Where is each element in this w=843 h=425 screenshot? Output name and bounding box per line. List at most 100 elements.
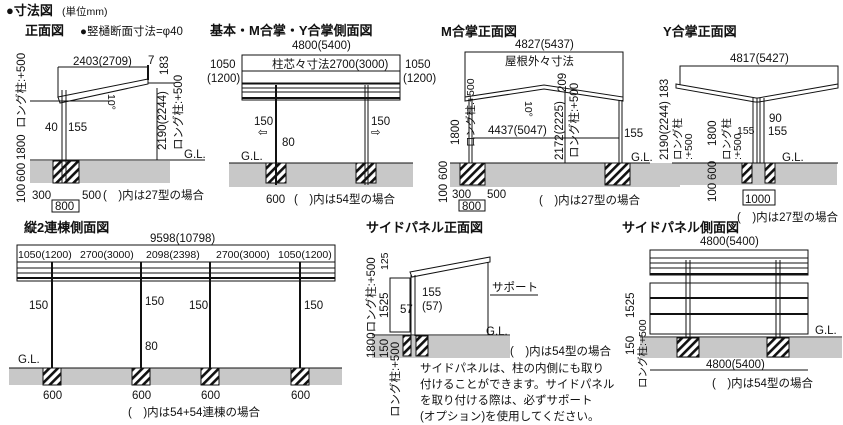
dim-300: 300 (32, 190, 51, 202)
dim-155: 155 (422, 287, 441, 299)
dim-1800: 1800 (450, 119, 462, 145)
dim-100: 100 (438, 184, 450, 203)
dim-1200: (1200) (207, 73, 240, 85)
dim-1800: 1800 (707, 120, 719, 146)
dim-300: 300 (452, 189, 471, 201)
long-post-label: ロング柱:+500 (388, 342, 402, 417)
segment-dim: 2700(3000) (80, 249, 134, 261)
double-side-view: 縦2連棟側面図 9598(10798) 1050(1200) 2700(3000… (9, 220, 342, 419)
dim-150: 150 (145, 296, 164, 308)
m-front-title: M合掌正面図 (441, 24, 517, 39)
dim-1200: (1200) (403, 73, 436, 85)
unit-label: (単位mm) (62, 5, 108, 18)
dim-150: 150 (254, 116, 273, 128)
long-post-label: ロング柱:+500 (636, 319, 649, 388)
footing (764, 162, 776, 184)
panel-width-bottom: 4800(5400) (706, 359, 765, 371)
long-post-value: :+500 (732, 133, 744, 160)
double-side-title: 縦2連棟側面図 (24, 220, 109, 235)
footing (459, 162, 486, 186)
ground-level-label: G.L. (782, 152, 804, 164)
roof (409, 256, 491, 278)
dim-155: 155 (624, 128, 643, 140)
support-label: サポート (492, 281, 538, 294)
front-width-dim: 2403(2709) (73, 56, 132, 68)
gutter-note: ●竪樋断面寸法=φ40 (80, 24, 183, 38)
ground (450, 163, 680, 187)
dim-1525: 1525 (379, 292, 391, 318)
segment-dim: 1050(1200) (278, 249, 332, 261)
long-post-label: ロング柱 (671, 118, 684, 160)
angle-label: 10° (105, 94, 117, 110)
dim-150: 150 (371, 116, 390, 128)
ground-level-label: G.L. (486, 326, 508, 338)
note: ( )内は54+54連棟の場合 (128, 405, 260, 419)
side-width-dim: 4800(5400) (292, 40, 351, 52)
dim-500: 500 (82, 190, 101, 202)
ground (672, 163, 837, 185)
side-panel (649, 282, 809, 335)
double-width-dim: 9598(10798) (150, 233, 215, 245)
side-panel (389, 277, 411, 333)
segment-dim: 2700(3000) (216, 249, 270, 261)
long-post-label: ロング柱:+500 (464, 78, 477, 147)
dim-800: 800 (462, 201, 481, 213)
dim-1050: 1050 (210, 59, 236, 71)
roof-outer-dim: 屋根外々寸法 (505, 54, 574, 68)
post-pitch-dim: 柱芯々寸法2700(3000) (272, 57, 388, 71)
dim-150: 150 (189, 300, 208, 312)
note: ( )内は54型の場合 (294, 192, 395, 206)
height-dim: 2190(2244) (659, 101, 671, 160)
note: ( )内は27型の場合 (737, 210, 838, 224)
ground (9, 368, 342, 385)
dim-1000: 1000 (745, 194, 771, 206)
description-line: を取り付ける際は、必ずサポート (420, 394, 593, 407)
ground (640, 338, 842, 358)
dim-150: 150 (304, 300, 323, 312)
dim-600: 600 (266, 194, 285, 206)
dim-500: 500 (487, 189, 506, 201)
dim-600: 600 (707, 161, 719, 180)
dim-150: 150 (29, 300, 48, 312)
height-dim: 2172(2225) (554, 101, 566, 160)
y-front-view: Y合掌正面図 4817(5427) 183 2190(2244) ロング柱 :+… (659, 24, 839, 224)
arrow-right-icon: ⇨ (371, 127, 381, 139)
long-post-label: ロング柱:+500 (171, 75, 185, 150)
ground-level-label: G.L. (184, 149, 206, 161)
dim-183: 183 (659, 79, 671, 98)
long-post-label: ロング柱:+500 (567, 83, 581, 158)
dim-209: 209 (557, 73, 569, 92)
dim-155: 155 (68, 122, 87, 134)
front-view: 正面図 ●竪樋断面寸法=φ40 2403(2709) 7 183 10° ロング… (14, 23, 206, 213)
footing (355, 162, 377, 184)
arrow-left-icon: ⇦ (258, 127, 268, 139)
dim-90: 90 (769, 113, 782, 125)
dim-125: 125 (379, 252, 391, 270)
ground (30, 161, 170, 183)
angle-label: 10° (522, 101, 534, 117)
y-width-dim: 4817(5427) (730, 53, 789, 65)
note: ( )内は54型の場合 (712, 376, 813, 390)
dim-150: 150 (625, 336, 637, 355)
m-front-view: M合掌正面図 4827(5437) 屋根外々寸法 209 10° 1800 60… (438, 24, 680, 213)
description-line: 付けることができます。サイドパネル (420, 377, 614, 391)
dim-600: 600 (291, 390, 310, 402)
y-front-title: Y合掌正面図 (663, 24, 737, 39)
description-line: サイドパネルは、柱の内側にも取り (420, 361, 604, 375)
dim-600: 600 (43, 390, 62, 402)
ground-level-label: G.L. (815, 325, 837, 337)
dim-80: 80 (145, 341, 158, 353)
ground-level-label: G.L. (631, 152, 653, 164)
long-post-label: ロング柱:+500 (14, 53, 28, 128)
side-panel-side-view: サイドパネル側面図 4800(5400) 1525 G.L. 150 ロング柱:… (622, 220, 842, 390)
segment-dim: 1050(1200) (18, 249, 72, 261)
ground (229, 163, 413, 187)
ground-level-label: G.L. (241, 151, 263, 163)
dim-1800-long: 1800ロング柱:+500 (364, 257, 378, 358)
footing (604, 162, 631, 186)
dim-57-alt: (57) (422, 301, 443, 313)
page-title: ●寸法図 (6, 3, 53, 18)
front-view-title: 正面図 (25, 23, 64, 38)
